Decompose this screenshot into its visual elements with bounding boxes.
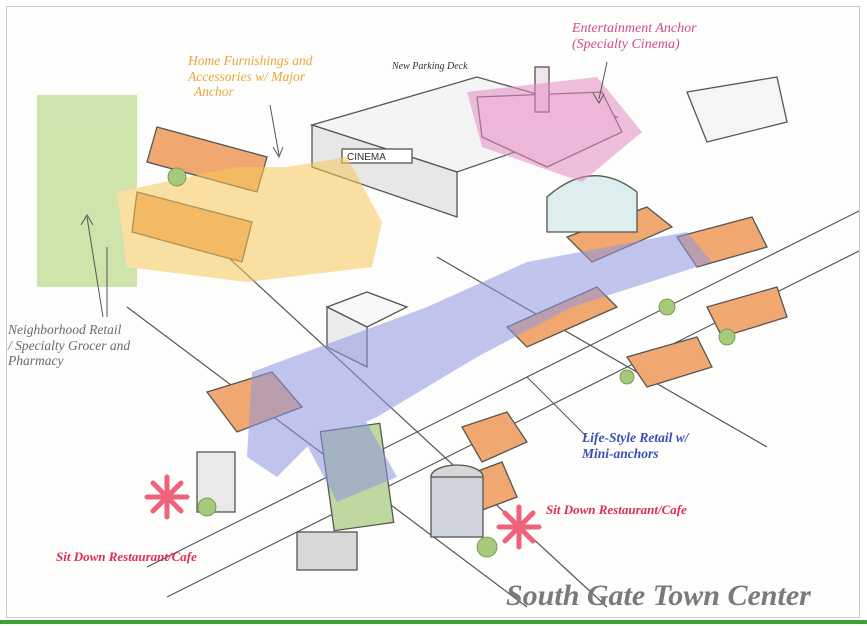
entertainment-anchor-label: Entertainment Anchor (Specialty Cinema) [572, 21, 697, 53]
tree [476, 536, 498, 558]
lifestyle-retail-label: Life-Style Retail w/ Mini-anchors [582, 430, 688, 461]
leader-arrow-icon [526, 376, 588, 438]
east-wing-roof-5 [625, 336, 713, 388]
home-furnishings-zone [117, 157, 382, 282]
parking-deck-sign-board [341, 148, 413, 164]
restaurant-asterisk-icon [144, 474, 190, 520]
leader-arrow-icon [80, 214, 104, 318]
neighborhood-line-1: Neighborhood Retail [8, 322, 122, 337]
tree [619, 369, 635, 385]
entertainment-line-2: (Specialty Cinema) [572, 37, 680, 53]
east-wing-roof-4 [706, 286, 788, 338]
home-furnishings-line-2: Accessories w/ Major [188, 68, 305, 84]
illustration: CINEMA [37, 61, 859, 608]
lifestyle-mall-spine [287, 387, 397, 502]
restaurant-asterisk-icon [496, 504, 542, 550]
leader-arrow-icon [592, 61, 608, 104]
entertainment-line-1: Entertainment Anchor [572, 21, 697, 36]
home-furnishings-line-1: Home Furnishings and [188, 53, 313, 68]
tree [197, 497, 217, 517]
fountain-plaza [296, 531, 358, 571]
neighborhood-retail-label: Neighborhood Retail / Specialty Grocer a… [8, 322, 130, 369]
north-east-building [686, 76, 788, 143]
glass-canopy [546, 175, 638, 233]
water-tower-body [430, 476, 484, 538]
tree [718, 328, 736, 346]
tree [167, 167, 187, 187]
parking-deck-label: New Parking Deck [392, 61, 468, 72]
drawing-frame: CINEMA [6, 6, 860, 618]
south-center-roof [461, 411, 528, 463]
bottom-rule [0, 620, 867, 624]
page-title: South Gate Town Center [506, 579, 811, 612]
neighborhood-retail-zone [37, 95, 137, 287]
sit-down-restaurant-label-left: Sit Down Restaurant/Cafe [56, 549, 197, 564]
lifestyle-line-2: Mini-anchors [582, 445, 659, 461]
home-furnishings-line-3: Anchor [194, 84, 234, 100]
neighborhood-line-2: / Specialty Grocer and [8, 337, 131, 353]
restaurant-markers [144, 474, 542, 550]
leaders [80, 61, 608, 438]
trees [167, 167, 736, 558]
entertainment-zone [467, 77, 642, 182]
building-sign: CINEMA [347, 152, 386, 163]
sit-down-restaurant-label-right: Sit Down Restaurant/Cafe [546, 502, 687, 517]
lifestyle-line-1: Life-Style Retail w/ [582, 430, 689, 445]
leader-arrow-icon [269, 104, 284, 159]
home-furnishings-label: Home Furnishings and Accessories w/ Majo… [188, 53, 313, 100]
lifestyle-retail-zone [247, 232, 712, 477]
zones [37, 77, 712, 502]
neighborhood-line-3: Pharmacy [8, 353, 64, 369]
tree [658, 298, 676, 316]
